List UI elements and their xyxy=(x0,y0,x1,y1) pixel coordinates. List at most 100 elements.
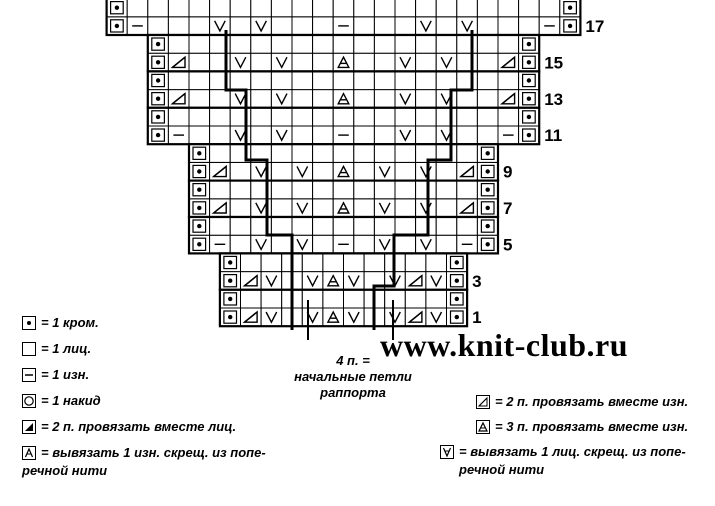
chart-cell xyxy=(538,0,561,18)
chart-cell xyxy=(373,0,396,18)
p2tog-stitch xyxy=(458,164,475,178)
m1-knit-stitch xyxy=(255,20,268,33)
legend-m1-knit-cont: речной нити xyxy=(459,462,545,477)
chart-cell xyxy=(301,252,324,273)
chart-cell xyxy=(435,198,458,218)
row-number-5: 5 xyxy=(503,235,512,254)
p2tog-stitch xyxy=(500,92,516,105)
chart-cell xyxy=(209,143,231,163)
knit-stitch-icon xyxy=(22,341,36,356)
m1-knit-stitch xyxy=(255,238,268,251)
chart-cell xyxy=(209,0,231,18)
legend-purl-text: = 1 изн. xyxy=(41,367,90,382)
edge-stitch xyxy=(521,73,536,88)
chart-cell xyxy=(291,16,314,36)
row-number-1: 1 xyxy=(472,308,481,327)
chart-cell xyxy=(250,0,272,18)
chart-cell xyxy=(229,107,252,127)
chart-cell xyxy=(188,125,211,145)
chart-cell xyxy=(188,89,211,109)
p2tog-icon xyxy=(476,394,490,409)
chart-cell xyxy=(312,34,334,54)
chart-cell xyxy=(188,16,211,36)
chart-cell xyxy=(209,216,231,236)
chart-cell xyxy=(435,216,458,236)
m1-knit-stitch xyxy=(399,129,412,142)
legend-p2tog-text: = 2 п. провязать вместе изн. xyxy=(495,394,689,409)
edge-stitch-icon xyxy=(22,315,36,330)
chart-cell xyxy=(394,234,417,254)
edge-stitch xyxy=(480,201,495,215)
chart-cell xyxy=(291,34,314,54)
m1-knit-icon xyxy=(440,444,454,459)
row-number-7: 7 xyxy=(503,199,512,218)
chart-cell xyxy=(312,216,334,236)
edge-stitch xyxy=(521,37,536,51)
legend-m1-knit-text: = вывязать 1 лиц. скрещ. из попе- xyxy=(459,444,686,459)
chart-cell xyxy=(415,0,437,18)
legend-edge: = 1 кром. xyxy=(22,315,99,330)
chart-cell xyxy=(188,52,211,72)
chart-cell xyxy=(476,125,499,145)
chart-cell xyxy=(353,143,375,163)
legend-p3tog-text: = 3 п. провязать вместе изн. xyxy=(495,419,689,434)
chart-cell xyxy=(373,125,396,145)
chart-cell xyxy=(270,180,293,200)
edge-stitch xyxy=(480,164,495,179)
chart-cell xyxy=(373,89,396,109)
edge-stitch xyxy=(151,91,166,106)
chart-cell xyxy=(415,125,437,145)
m1-knit-stitch xyxy=(347,311,360,324)
chart-cell xyxy=(332,216,355,236)
chart-row-5 xyxy=(187,215,500,255)
chart-cell xyxy=(291,125,314,145)
chart-cell xyxy=(229,0,252,18)
m1-knit-stitch xyxy=(296,238,309,251)
chart-cell xyxy=(291,52,314,72)
m1-knit-stitch xyxy=(440,56,453,69)
edge-stitch xyxy=(223,274,238,288)
chart-cell xyxy=(270,70,293,91)
chart-cell xyxy=(126,0,149,18)
chart-cell xyxy=(167,34,190,54)
chart-cell xyxy=(188,107,211,127)
m1-knit-stitch xyxy=(389,311,401,324)
chart-cell xyxy=(343,252,365,273)
knitting-chart: 2927252321191715131197531 xyxy=(105,0,604,340)
chart-cell xyxy=(353,125,375,145)
p2tog-stitch xyxy=(211,201,227,214)
chart-cell xyxy=(415,107,437,127)
edge-stitch xyxy=(192,164,207,179)
m1-knit-stitch xyxy=(234,93,247,106)
chart-cell xyxy=(353,107,375,127)
chart-cell xyxy=(229,70,252,91)
edge-stitch xyxy=(480,146,495,160)
chart-cell xyxy=(497,34,520,54)
repeat-note-line1: 4 п. = xyxy=(336,353,370,368)
watermark: www.knit-club.ru xyxy=(380,327,629,363)
chart-cell xyxy=(250,34,272,54)
edge-stitch xyxy=(449,255,464,270)
m1-knit-stitch xyxy=(378,238,391,251)
edge-stitch xyxy=(109,1,124,15)
chart-cell xyxy=(415,216,437,236)
yarn-over-icon xyxy=(22,393,36,408)
chart-cell xyxy=(250,52,272,72)
chart-cell xyxy=(270,143,293,163)
chart-cell xyxy=(476,0,499,18)
chart-cell xyxy=(229,16,252,36)
chart-row-11 xyxy=(146,106,541,146)
chart-cell xyxy=(270,216,293,236)
chart-cell xyxy=(229,161,252,182)
chart-cell xyxy=(456,125,478,145)
edge-stitch xyxy=(192,146,207,160)
legend-p3tog: = 3 п. провязать вместе изн. xyxy=(476,419,688,434)
legend-k2tog-text: = 2 п. провязать вместе лиц. xyxy=(41,419,237,434)
m1-knit-stitch xyxy=(275,56,288,69)
chart-cell xyxy=(240,252,262,273)
chart-cell xyxy=(456,0,478,18)
edge-stitch xyxy=(480,219,495,233)
chart-cell xyxy=(332,107,355,127)
chart-cell xyxy=(435,16,458,36)
chart-cell xyxy=(373,180,396,200)
